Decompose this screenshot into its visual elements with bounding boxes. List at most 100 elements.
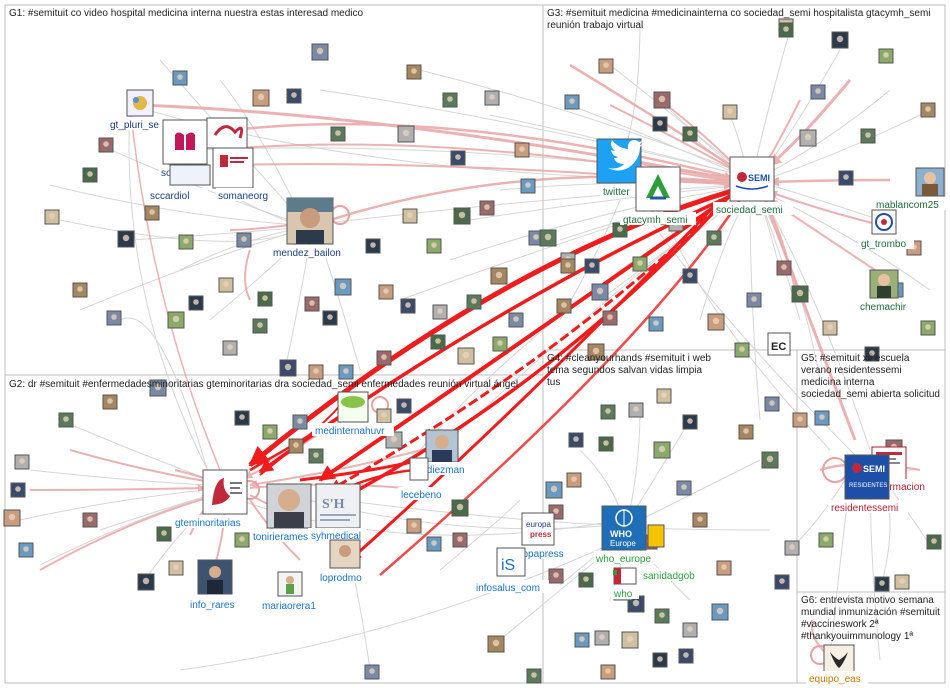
- user-thumbnail[interactable]: [792, 412, 808, 428]
- user-thumbnail[interactable]: [653, 91, 671, 109]
- user-thumbnail[interactable]: [234, 532, 250, 548]
- user-thumbnail[interactable]: [492, 336, 508, 352]
- user-thumbnail[interactable]: [188, 295, 204, 311]
- user-thumbnail[interactable]: [600, 404, 616, 420]
- user-thumbnail[interactable]: [432, 304, 448, 320]
- user-thumbnail[interactable]: [426, 238, 442, 254]
- user-thumbnail[interactable]: [406, 64, 422, 80]
- user-thumbnail[interactable]: [591, 283, 609, 301]
- user-thumbnail[interactable]: [222, 340, 238, 356]
- user-thumbnail[interactable]: [652, 116, 668, 132]
- user-thumbnail[interactable]: [364, 664, 380, 680]
- user-thumbnail[interactable]: [874, 576, 890, 592]
- user-thumbnail[interactable]: [288, 438, 304, 454]
- user-thumbnail[interactable]: [178, 234, 194, 250]
- user-thumbnail[interactable]: [450, 150, 466, 166]
- node-jediezman[interactable]: jediezman: [416, 429, 470, 476]
- user-thumbnail[interactable]: [156, 526, 172, 542]
- node-syhmedical[interactable]: S'H syhmedical: [308, 483, 366, 542]
- user-thumbnail[interactable]: [564, 94, 580, 110]
- node-mendez-bailon[interactable]: mendez_bailon: [270, 197, 350, 259]
- user-thumbnail[interactable]: [308, 364, 324, 380]
- user-thumbnail[interactable]: [14, 454, 30, 470]
- user-thumbnail[interactable]: [716, 560, 732, 576]
- user-thumbnail[interactable]: [578, 572, 594, 588]
- user-thumbnail[interactable]: [292, 414, 308, 430]
- user-thumbnail[interactable]: [487, 635, 505, 653]
- user-thumbnail[interactable]: [734, 342, 750, 358]
- node-twitter[interactable]: twitter: [596, 138, 643, 198]
- user-thumbnail[interactable]: [711, 603, 729, 621]
- user-thumbnail[interactable]: [167, 311, 185, 329]
- user-thumbnail[interactable]: [137, 573, 155, 591]
- user-thumbnail[interactable]: [600, 664, 616, 680]
- user-thumbnail[interactable]: [791, 285, 809, 303]
- node-ec[interactable]: EC: [767, 332, 791, 356]
- user-thumbnail[interactable]: [556, 298, 572, 314]
- user-thumbnail[interactable]: [236, 232, 252, 248]
- node-gteminoritarias[interactable]: gteminoritarias: [172, 469, 260, 529]
- user-thumbnail[interactable]: [338, 364, 354, 380]
- node-somaneorg[interactable]: somaneorg: [206, 117, 272, 202]
- user-thumbnail[interactable]: [678, 648, 694, 664]
- user-thumbnail[interactable]: [406, 518, 422, 534]
- user-thumbnail[interactable]: [526, 668, 542, 684]
- user-thumbnail[interactable]: [484, 90, 500, 106]
- user-thumbnail[interactable]: [621, 631, 639, 649]
- user-thumbnail[interactable]: [799, 129, 817, 147]
- node-sociedad-semi[interactable]: SEMI sociedad_semi: [713, 156, 793, 216]
- node-info-rares[interactable]: info_rares: [187, 559, 243, 611]
- node-medinternahuvr[interactable]: medinternahuvr: [312, 391, 394, 437]
- user-thumbnail[interactable]: [566, 472, 582, 488]
- user-thumbnail[interactable]: [311, 43, 329, 61]
- user-thumbnail[interactable]: [574, 632, 590, 648]
- user-thumbnail[interactable]: [584, 258, 600, 274]
- user-thumbnail[interactable]: [365, 238, 381, 254]
- user-thumbnail[interactable]: [628, 402, 644, 418]
- user-thumbnail[interactable]: [172, 70, 188, 86]
- user-thumbnail[interactable]: [722, 104, 738, 120]
- user-thumbnail[interactable]: [746, 292, 762, 308]
- user-thumbnail[interactable]: [822, 320, 838, 336]
- user-thumbnail[interactable]: [738, 424, 754, 440]
- user-thumbnail[interactable]: [508, 312, 524, 328]
- user-thumbnail[interactable]: [514, 142, 530, 158]
- user-thumbnail[interactable]: [926, 534, 942, 550]
- user-thumbnail[interactable]: [568, 432, 584, 448]
- user-thumbnail[interactable]: [778, 22, 794, 38]
- user-thumbnail[interactable]: [676, 480, 692, 496]
- node-gt-trombo[interactable]: gt_trombo: [858, 209, 914, 250]
- user-thumbnail[interactable]: [545, 481, 563, 499]
- user-thumbnail[interactable]: [149, 379, 167, 397]
- user-thumbnail[interactable]: [82, 512, 98, 528]
- user-thumbnail[interactable]: [784, 540, 800, 556]
- user-thumbnail[interactable]: [654, 608, 670, 624]
- user-thumbnail[interactable]: [774, 574, 790, 590]
- user-thumbnail[interactable]: [632, 256, 648, 272]
- node-who-europe[interactable]: WHO Europe who_europe: [594, 505, 665, 565]
- user-thumbnail[interactable]: [692, 512, 708, 528]
- user-thumbnail[interactable]: [442, 92, 458, 108]
- node-loprodmo[interactable]: loprodmo: [317, 539, 369, 584]
- user-thumbnail[interactable]: [257, 291, 273, 307]
- user-thumbnail[interactable]: [466, 294, 482, 310]
- user-thumbnail[interactable]: [252, 318, 268, 334]
- user-thumbnail[interactable]: [378, 284, 394, 300]
- user-thumbnail[interactable]: [18, 542, 34, 558]
- node-sccardiol[interactable]: sccardiol: [148, 164, 211, 202]
- user-thumbnail[interactable]: [72, 282, 88, 298]
- node-lecebeno[interactable]: lecebeno: [398, 457, 448, 501]
- user-thumbnail[interactable]: [457, 347, 475, 365]
- user-thumbnail[interactable]: [304, 296, 320, 312]
- user-thumbnail[interactable]: [58, 412, 74, 428]
- user-thumbnail[interactable]: [82, 167, 98, 183]
- user-thumbnail[interactable]: [652, 652, 668, 668]
- user-thumbnail[interactable]: [831, 31, 849, 49]
- user-thumbnail[interactable]: [144, 205, 160, 221]
- user-thumbnail[interactable]: [682, 622, 698, 638]
- user-thumbnail[interactable]: [396, 398, 412, 414]
- user-thumbnail[interactable]: [330, 126, 346, 142]
- node-gt-pluri-semi[interactable]: gt_pluri_se: [108, 89, 164, 131]
- user-thumbnail[interactable]: [262, 424, 278, 440]
- user-thumbnail[interactable]: [594, 630, 610, 646]
